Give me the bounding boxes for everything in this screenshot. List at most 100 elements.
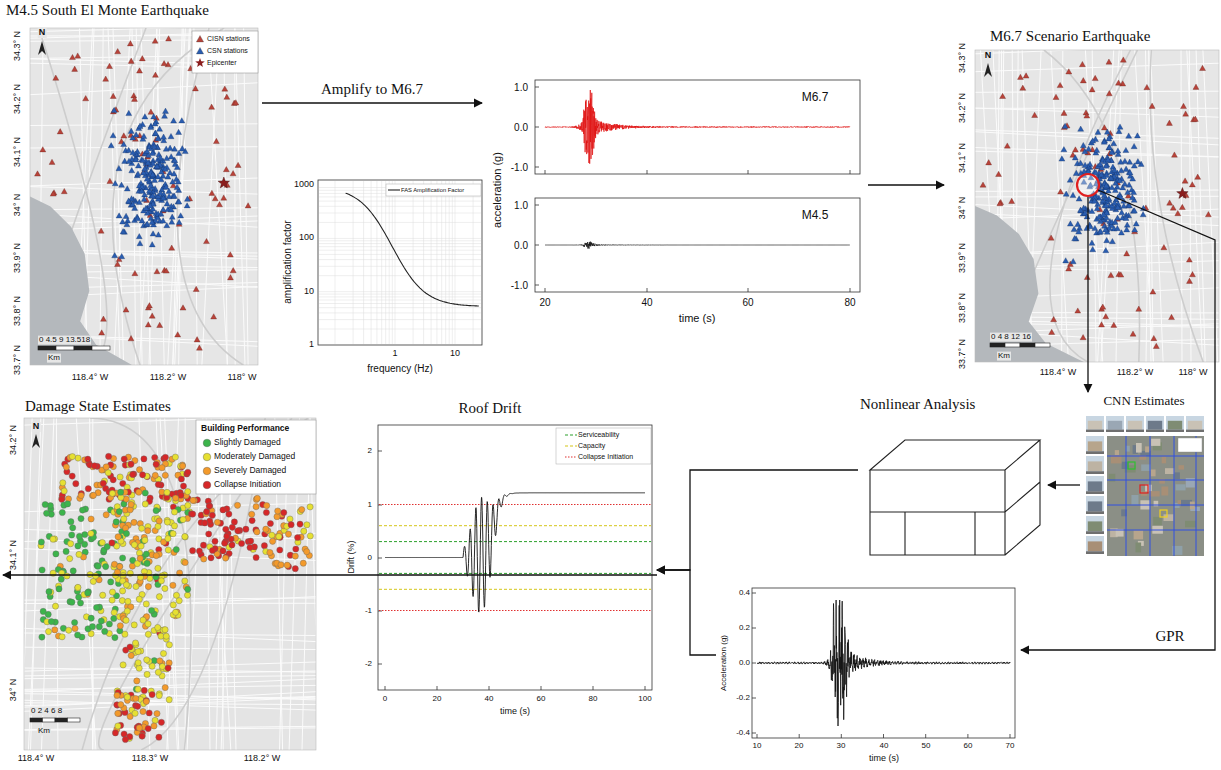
cisn-station xyxy=(1057,82,1063,87)
flow-arrow xyxy=(1048,484,1080,485)
building-dot xyxy=(220,507,226,513)
aerial-roof xyxy=(1179,465,1185,469)
building-dot xyxy=(248,538,254,544)
csn-station xyxy=(1111,141,1117,146)
building-dot xyxy=(180,517,186,523)
axis-tick-label: 34.1° N xyxy=(9,540,19,570)
building-dot xyxy=(156,518,162,524)
building-dot xyxy=(75,585,81,591)
cisn-station xyxy=(228,275,234,280)
csn-station xyxy=(163,146,169,151)
building-dot xyxy=(307,504,313,510)
csn-station xyxy=(1104,209,1110,214)
building-dot xyxy=(109,597,115,603)
cisn-station xyxy=(1192,116,1198,121)
aerial-roof xyxy=(1161,487,1168,496)
building-dot xyxy=(173,609,179,615)
csn-station xyxy=(140,157,146,162)
scale-label: 0 4.5 9 13.518 xyxy=(38,336,91,345)
scale-label: 0 4 8 12 16 xyxy=(990,333,1032,342)
building-dot xyxy=(112,730,118,736)
csn-station xyxy=(1126,182,1132,187)
building-dot xyxy=(39,634,45,640)
panel-title: M6.7 Scenario Earthquake xyxy=(990,28,1150,45)
street-photo-building xyxy=(1088,461,1102,471)
building-dot xyxy=(253,504,259,510)
building-dot xyxy=(88,615,94,621)
street-photo-building xyxy=(1148,421,1162,430)
axis-tick-label: 118.4° W xyxy=(18,754,54,764)
csn-station xyxy=(1094,147,1100,152)
building-dot xyxy=(162,627,168,633)
building-dot xyxy=(299,507,305,513)
building-dot xyxy=(206,531,212,537)
panel-title: M4.5 South El Monte Earthquake xyxy=(6,2,209,19)
building-dot xyxy=(143,697,149,703)
building-dot xyxy=(185,489,191,495)
axis-tick-label: 118° W xyxy=(228,373,257,383)
panel: M4.5 South El Monte Earthquake xyxy=(0,0,262,388)
axis-title: acceleration (g) xyxy=(491,152,503,228)
flow-arrow xyxy=(657,570,716,655)
cisn-station xyxy=(161,61,167,66)
building-dot xyxy=(190,497,196,503)
grid-lines xyxy=(319,181,481,344)
building-dot xyxy=(141,456,147,462)
building-dot xyxy=(155,669,161,675)
building-dot xyxy=(277,547,283,553)
csn-station xyxy=(1117,124,1123,129)
building-dot xyxy=(145,726,151,732)
scale-bar xyxy=(68,718,81,722)
csn-station xyxy=(1131,208,1137,213)
building-dot xyxy=(69,473,75,479)
cisn-station xyxy=(1004,143,1010,148)
cisn-station xyxy=(996,171,1002,176)
building-dot xyxy=(132,710,138,716)
legend-text: Moderately Damaged xyxy=(214,452,295,461)
csn-station xyxy=(166,193,172,198)
cisn-station xyxy=(1200,65,1206,70)
csn-station xyxy=(128,128,134,133)
csn-station xyxy=(1123,147,1129,152)
building-dot xyxy=(185,502,191,508)
building-dot xyxy=(94,562,100,568)
aerial-roof xyxy=(1115,450,1119,455)
legend-text: Epicenter xyxy=(207,59,237,67)
csn-station xyxy=(1103,202,1109,207)
building-dot xyxy=(63,548,69,554)
aerial-roof xyxy=(1134,531,1144,540)
cisn-station xyxy=(1023,73,1029,78)
building-dot xyxy=(155,481,161,487)
building-dot xyxy=(274,514,280,520)
csn-station xyxy=(1061,147,1067,152)
csn-station xyxy=(160,195,166,200)
building-dot xyxy=(78,516,84,522)
building-dot xyxy=(59,496,65,502)
building-dot xyxy=(109,490,115,496)
csn-station xyxy=(151,114,157,119)
cisn-station xyxy=(98,228,104,233)
roof-drift-trace xyxy=(385,493,645,612)
csn-station xyxy=(126,158,132,163)
cisn-station xyxy=(1187,278,1193,283)
cisn-station xyxy=(110,93,116,98)
cisn-station xyxy=(1066,266,1072,271)
axis-tick-label: 0.2 xyxy=(739,624,750,633)
building-dot xyxy=(149,607,155,613)
csn-station xyxy=(160,218,166,223)
csn-station xyxy=(1067,221,1073,226)
building-dot xyxy=(264,503,270,509)
csn-station xyxy=(1103,248,1109,253)
building-dot xyxy=(88,516,94,522)
legend-text: Severely Damaged xyxy=(214,466,286,475)
building-dot xyxy=(196,548,202,554)
panel: M6.7 Scenario Earthquake xyxy=(944,25,1221,385)
aerial-street-grid xyxy=(1107,436,1204,556)
freeway-lines xyxy=(82,418,308,750)
building-dot xyxy=(145,528,151,534)
csn-station xyxy=(1112,219,1118,224)
csn-station xyxy=(1077,225,1083,230)
building-dot xyxy=(144,657,150,663)
building-dot xyxy=(202,520,208,526)
building-dot xyxy=(173,546,179,552)
